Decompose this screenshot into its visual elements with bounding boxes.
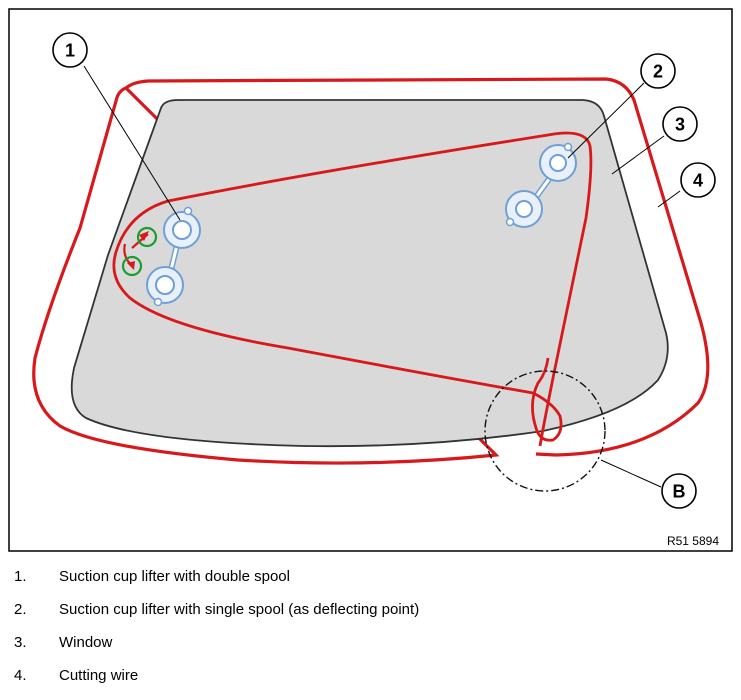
callout-4: 4 <box>680 162 716 198</box>
leader-line-b <box>600 459 662 488</box>
leader-line-1 <box>83 65 181 221</box>
legend-item-text: Suction cup lifter with single spool (as… <box>59 601 420 618</box>
legend-item-number: 4. <box>14 667 27 684</box>
callout-b: B <box>661 473 697 509</box>
legend-item-text: Suction cup lifter with double spool <box>59 568 290 585</box>
callout-2: 2 <box>640 53 676 89</box>
marker-circle-upper <box>136 226 158 248</box>
legend: 1. Suction cup lifter with double spool … <box>14 568 714 700</box>
wire-direction-arrowhead-up <box>139 231 149 241</box>
callout-1: 1 <box>52 32 88 68</box>
legend-item-number: 2. <box>14 601 27 618</box>
cutting-wire-outer-loop <box>32 77 710 465</box>
legend-item: 4. Cutting wire <box>14 667 714 700</box>
suction-cup-lifter-double-spool <box>146 206 201 307</box>
wire-direction-arrowhead-down <box>127 261 135 270</box>
suction-cup-lifter-single-spool <box>505 142 577 228</box>
legend-item: 3. Window <box>14 634 714 667</box>
leader-line-3 <box>611 135 665 175</box>
legend-item-number: 3. <box>14 634 27 651</box>
detail-circle-b <box>484 370 606 492</box>
legend-item-number: 1. <box>14 568 27 585</box>
marker-circle-lower <box>121 255 143 277</box>
cutting-wire-route <box>112 131 593 447</box>
svg-text:1: 1 <box>65 41 75 61</box>
legend-item-text: Window <box>59 634 113 651</box>
legend-item: 1. Suction cup lifter with double spool <box>14 568 714 601</box>
svg-text:2: 2 <box>653 62 663 82</box>
windshield-diagram: 1 2 3 4 B R51 5894 <box>8 8 733 552</box>
figure-reference-code: R51 5894 <box>667 534 719 548</box>
leader-line-4 <box>657 190 681 208</box>
callout-3: 3 <box>662 106 698 142</box>
svg-text:B: B <box>673 482 686 502</box>
legend-item-text: Cutting wire <box>59 667 139 684</box>
svg-text:3: 3 <box>675 115 685 135</box>
svg-text:4: 4 <box>693 171 703 191</box>
legend-item: 2. Suction cup lifter with single spool … <box>14 601 714 634</box>
leader-line-2 <box>567 82 645 159</box>
